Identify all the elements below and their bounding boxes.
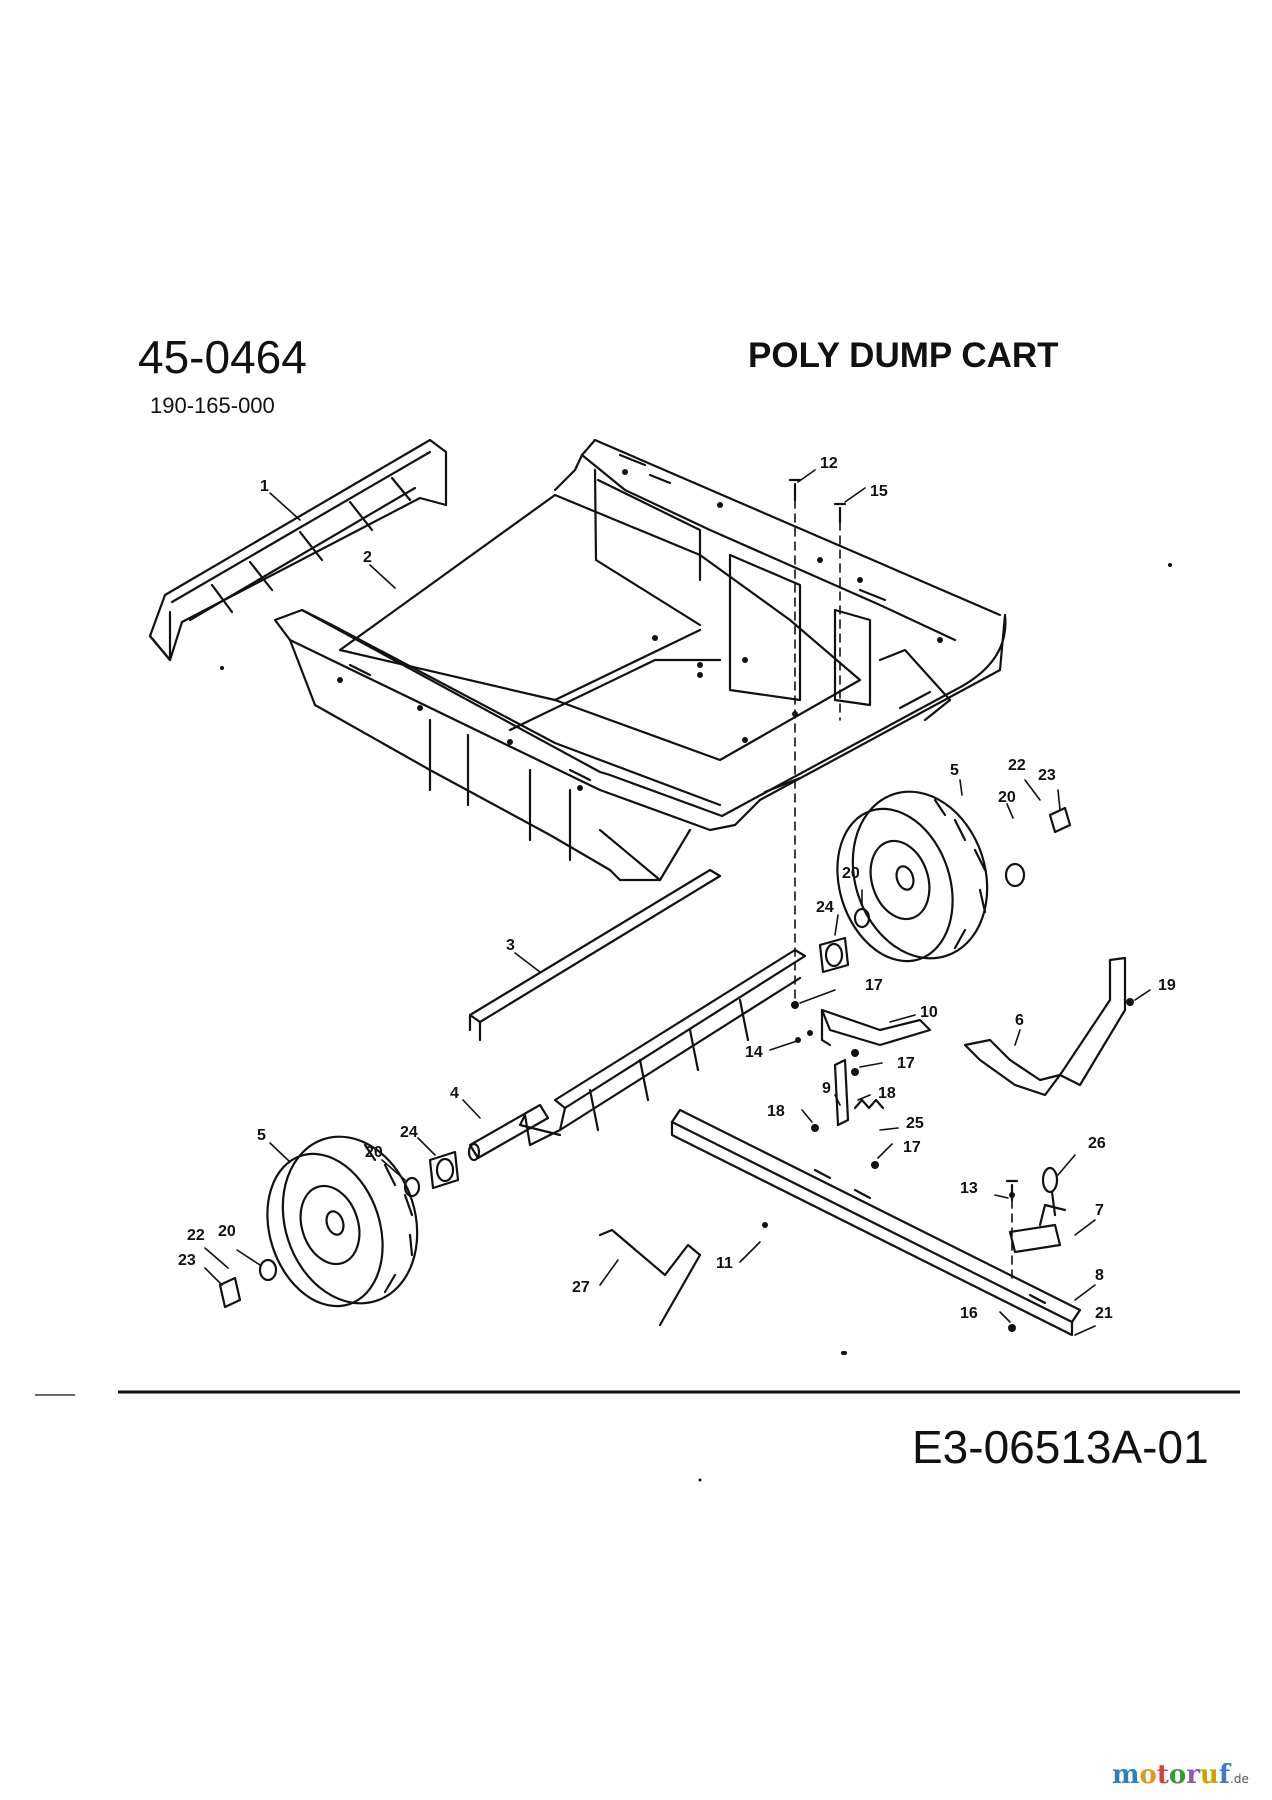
callout-23-b: 23: [178, 1252, 196, 1269]
document-number: E3-06513A-01: [912, 1421, 1209, 1473]
callout-6: 6: [1015, 1012, 1024, 1029]
callout-27: 27: [572, 1279, 590, 1296]
part-spring: [853, 1098, 885, 1110]
part-tongue: [670, 1108, 1082, 1337]
callout-26: 26: [1088, 1135, 1106, 1152]
callout-18-a: 18: [878, 1085, 896, 1102]
assembly-lines: [794, 499, 1013, 1281]
callout-3: 3: [506, 937, 515, 954]
callout-labels: 1 2 3 4 5 5 6 7 8 9 10 11 12 13 14 15 16…: [178, 455, 1176, 1322]
callout-20-c: 20: [365, 1144, 383, 1161]
callout-17-b: 17: [897, 1055, 915, 1072]
callout-2: 2: [363, 549, 372, 566]
callout-20-d: 20: [218, 1223, 236, 1240]
part-wheel-right: [836, 790, 989, 963]
callout-13: 13: [960, 1180, 978, 1197]
callout-21: 21: [1095, 1305, 1113, 1322]
callout-19: 19: [1158, 977, 1176, 994]
callout-15: 15: [870, 483, 888, 500]
separator-rule: [35, 1351, 1240, 1482]
hardware-fasteners: [762, 998, 1134, 1355]
callout-17-a: 17: [865, 977, 883, 994]
callout-5-left: 5: [257, 1127, 266, 1144]
part-brackets: [820, 956, 1127, 1254]
callout-24-a: 24: [816, 899, 834, 916]
callout-11: 11: [716, 1255, 733, 1272]
callout-14: 14: [745, 1044, 763, 1061]
model-number: 45-0464: [138, 331, 307, 383]
callout-23-a: 23: [1038, 767, 1056, 784]
part-frame: [468, 868, 807, 1147]
callout-7: 7: [1095, 1202, 1104, 1219]
part-pin: [1041, 1166, 1059, 1217]
callout-10: 10: [920, 1004, 938, 1021]
callout-8: 8: [1095, 1267, 1104, 1284]
callout-9: 9: [822, 1080, 831, 1097]
callout-17-c: 17: [903, 1139, 921, 1156]
callout-16: 16: [960, 1305, 978, 1322]
callout-5-right: 5: [950, 762, 959, 779]
callout-4: 4: [450, 1085, 459, 1102]
callout-25: 25: [906, 1115, 924, 1132]
part-handle: [598, 1228, 702, 1327]
callout-22-b: 22: [187, 1227, 205, 1244]
callout-24-b: 24: [400, 1124, 418, 1141]
brand-logo: motoruf.de: [1112, 1760, 1249, 1790]
callout-20-b: 20: [842, 865, 860, 882]
callout-1: 1: [260, 478, 269, 495]
callout-22-a: 22: [1008, 757, 1026, 774]
part-axle: [467, 1103, 550, 1162]
callout-20-a: 20: [998, 789, 1016, 806]
callout-18-b: 18: [767, 1103, 785, 1120]
part-tub: [273, 438, 1007, 882]
part-tailgate: [148, 438, 448, 662]
part-code: 190-165-000: [150, 393, 275, 418]
callout-12: 12: [820, 455, 838, 472]
diagram-title: POLY DUMP CART: [748, 336, 1059, 375]
leader-lines: [204, 469, 1151, 1336]
hardware-bolts: [788, 478, 1019, 1202]
hardware-small-parts: [218, 806, 1072, 1309]
part-wheel-left: [266, 1135, 419, 1308]
